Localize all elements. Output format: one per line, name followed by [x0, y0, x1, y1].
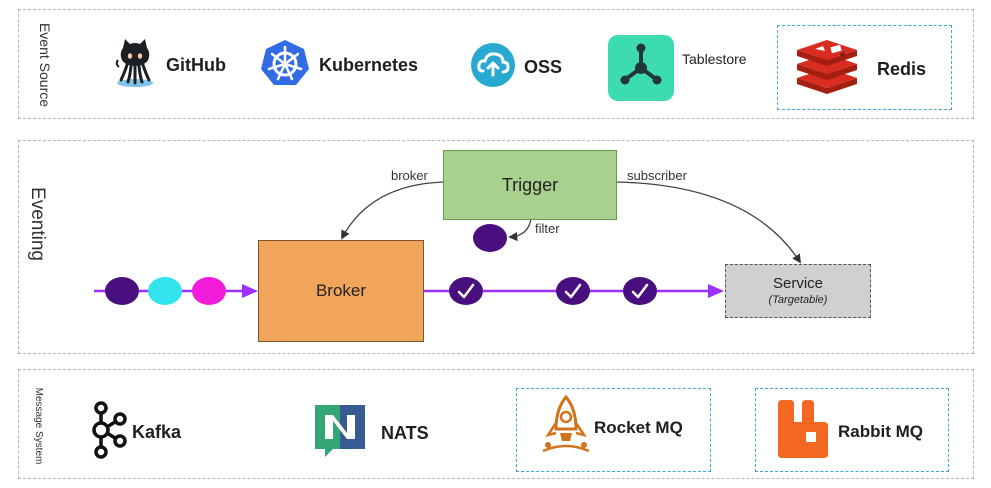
tablestore-icon — [608, 35, 674, 106]
nats-item: NATS — [315, 405, 429, 462]
kafka-item: Kafka — [92, 400, 181, 465]
tablestore-item — [608, 35, 674, 106]
trigger-label: Trigger — [501, 174, 559, 195]
rocketmq-icon — [540, 394, 592, 460]
rocketmq-item: Rocket MQ — [540, 394, 683, 460]
kubernetes-wheel-icon — [259, 38, 311, 93]
rocketmq-highlight-frame — [516, 388, 711, 472]
oss-label: OSS — [524, 57, 563, 77]
redis-icon — [795, 40, 859, 99]
kubernetes-item: Kubernetes — [259, 38, 418, 93]
service-box[interactable]: Service (Targetable) — [725, 264, 871, 318]
broker-edge-label: broker — [391, 168, 428, 183]
service-label: Service — [772, 274, 824, 292]
github-label: GitHub — [166, 55, 226, 75]
message-system-panel — [18, 369, 974, 479]
kubernetes-label: Kubernetes — [319, 55, 419, 75]
oss-cloud-icon — [470, 42, 516, 93]
nats-icon — [315, 405, 365, 462]
tablestore-label: Tablestore — [682, 51, 747, 67]
github-item: GitHub — [112, 36, 226, 95]
rabbitmq-label: Rabbit MQ — [838, 421, 923, 441]
kafka-label: Kafka — [132, 422, 182, 442]
oss-item: OSS — [470, 42, 562, 93]
trigger-box[interactable]: Trigger — [443, 150, 617, 220]
redis-label: Redis — [877, 59, 927, 79]
subscriber-edge-label: subscriber — [627, 168, 687, 183]
rocketmq-label: Rocket MQ — [594, 417, 683, 437]
kafka-icon — [92, 400, 128, 465]
eventing-label: Eventing — [27, 187, 48, 261]
broker-label: Broker — [315, 281, 367, 300]
redis-highlight-frame — [777, 25, 952, 110]
rabbitmq-item: Rabbit MQ — [776, 400, 923, 463]
rabbitmq-icon — [776, 400, 828, 463]
service-sublabel: (Targetable) — [768, 293, 828, 306]
message-system-label: Message System — [33, 387, 44, 465]
redis-item: Redis — [795, 40, 926, 99]
event-source-label: Event Source — [37, 22, 53, 108]
broker-box[interactable]: Broker — [258, 240, 424, 342]
github-octocat-icon — [112, 36, 158, 95]
event-source-panel — [18, 9, 974, 119]
rabbitmq-highlight-frame — [755, 388, 949, 472]
filter-edge-label: filter — [535, 221, 560, 236]
nats-label: NATS — [381, 423, 429, 443]
eventing-panel — [18, 140, 974, 354]
